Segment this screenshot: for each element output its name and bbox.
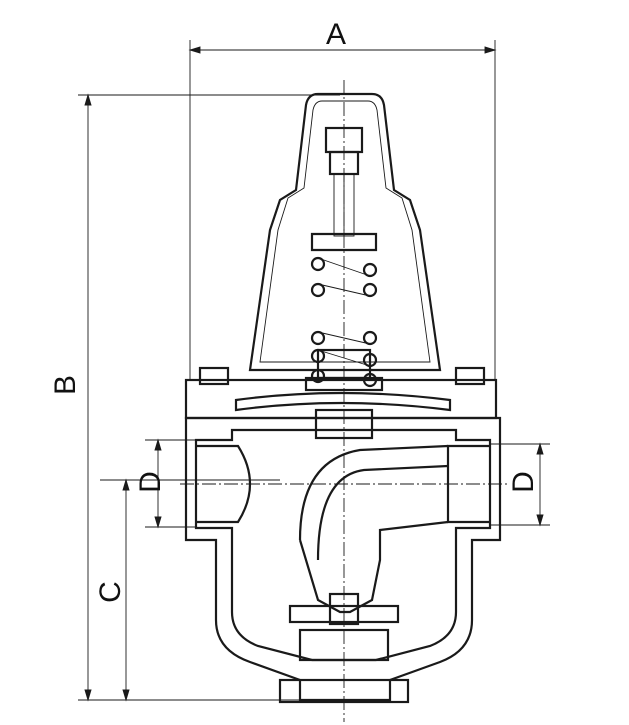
dimension-label-d-left: D	[134, 471, 167, 493]
dimension-label-c: C	[94, 581, 127, 603]
dimension-lines	[78, 40, 550, 702]
diaphragm-flange	[184, 348, 498, 440]
valve-body	[184, 416, 502, 704]
bonnet	[248, 92, 442, 372]
dimension-label-b: B	[49, 375, 82, 395]
dimension-label-d-right: D	[507, 471, 540, 493]
dimension-label-a: A	[326, 18, 346, 51]
